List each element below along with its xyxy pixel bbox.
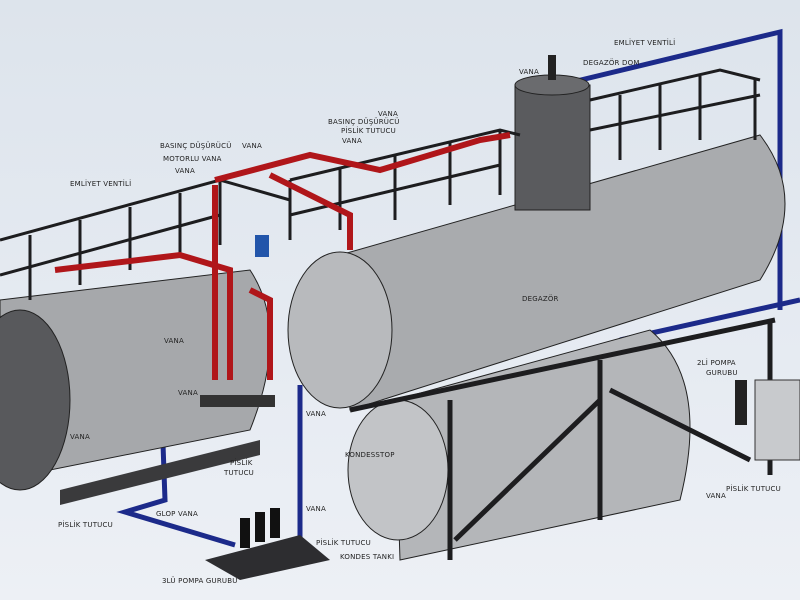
label-emniyet-ventili-right: EMLİYET VENTİLİ bbox=[614, 39, 676, 47]
label-vana: VANA bbox=[242, 142, 262, 150]
label-vana: VANA bbox=[378, 110, 398, 118]
label-vana: VANA bbox=[519, 68, 539, 76]
label-tutucu: TUTUCU bbox=[224, 469, 255, 477]
label-emniyet-ventili-left: EMLİYET VENTİLİ bbox=[70, 180, 132, 188]
hot-pipe bbox=[54, 132, 511, 380]
label-pislik: PİSLİK bbox=[230, 459, 253, 467]
label-vana: VANA bbox=[706, 492, 726, 500]
kondes-tank bbox=[347, 329, 691, 561]
label-pislik-tutucu: PİSLİK TUTUCU bbox=[341, 127, 396, 135]
degazor-tank bbox=[287, 55, 786, 411]
label-degazor-dom: DEGAZÖR DOM bbox=[583, 59, 640, 67]
label-glop-vana: GLOP VANA bbox=[156, 510, 198, 518]
pump-group-2 bbox=[735, 379, 800, 461]
label-3lu-pompa-gurubu: 3LÜ POMPA GURUBU bbox=[162, 577, 238, 585]
manifold bbox=[200, 235, 275, 407]
label-vana: VANA bbox=[164, 337, 184, 345]
label-vana: VANA bbox=[175, 167, 195, 175]
label-kondesstop: KONDESSTOP bbox=[345, 451, 395, 459]
label-kondes-tanki: KONDES TANKI bbox=[340, 553, 395, 561]
label-2li-pompa: 2Lİ POMPA bbox=[697, 359, 736, 367]
label-pislik-tutucu: PİSLİK TUTUCU bbox=[316, 539, 371, 547]
label-basinc-dusurucu: BASINÇ DÜŞÜRÜCÜ bbox=[328, 118, 400, 126]
label-pislik-tutucu: PİSLİK TUTUCU bbox=[58, 521, 113, 529]
label-vana: VANA bbox=[306, 410, 326, 418]
label-pislik-tutucu: PİSLİK TUTUCU bbox=[726, 485, 781, 493]
label-vana: VANA bbox=[306, 505, 326, 513]
label-gurubu: GURUBU bbox=[706, 369, 738, 377]
label-basinc-dusurucu-left: BASINÇ DÜŞÜRÜCÜ bbox=[160, 142, 232, 150]
label-vana: VANA bbox=[178, 389, 198, 397]
pump-group-3 bbox=[205, 508, 330, 580]
label-vana: VANA bbox=[342, 137, 362, 145]
label-motorlu-vana: MOTORLU VANA bbox=[163, 155, 222, 163]
label-vana: VANA bbox=[70, 433, 90, 441]
boiler bbox=[0, 269, 271, 505]
label-degazor: DEGAZÖR bbox=[522, 295, 559, 303]
